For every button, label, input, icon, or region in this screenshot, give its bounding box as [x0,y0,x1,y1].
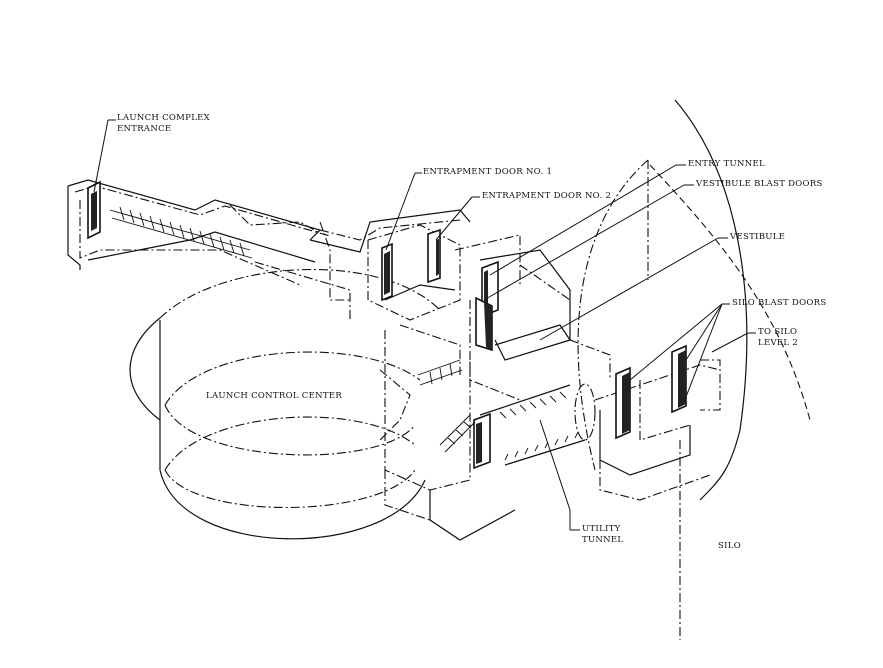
silo-blast-door-area [594,359,721,501]
label-utility-tunnel: UTILITY TUNNEL [582,524,624,545]
label-entry-tunnel: ENTRY TUNNEL [688,159,765,169]
silo-blast-door-2 [671,344,687,414]
silo-outline [577,99,811,640]
label-entrapment-door-1: ENTRAPMENT DOOR NO. 1 [423,167,553,177]
launch-complex-entrance-door [87,180,101,240]
label-launch-control-center: LAUNCH CONTROL CENTER [206,391,343,401]
lcc-access-ramps [379,359,476,453]
label-launch-complex-entrance: LAUNCH COMPLEX ENTRANCE [117,113,210,134]
entrapment-area [367,224,521,541]
vestibule-block [469,249,611,401]
vestibule-blast-doors [475,260,499,352]
entrance-passage [67,179,471,320]
label-to-silo-level-2: TO SILO LEVEL 2 [758,327,799,348]
label-silo-blast-doors: SILO BLAST DOORS [732,298,827,308]
leader-lines [93,119,756,531]
entrapment-door-2 [427,228,441,284]
label-vestibule-blast-doors: VESTIBULE BLAST DOORS [696,179,823,189]
entrapment-door-1 [381,242,393,302]
silo-blast-door-1 [615,366,631,440]
label-silo: SILO [718,541,741,551]
launch-control-center-cylinder [129,268,441,540]
label-vestibule: VESTIBULE [730,232,786,242]
utility-tunnel [479,383,596,466]
entrance-stairs [109,206,253,259]
utility-tunnel-door [473,412,491,470]
label-entrapment-door-2: ENTRAPMENT DOOR NO. 2 [482,191,612,201]
